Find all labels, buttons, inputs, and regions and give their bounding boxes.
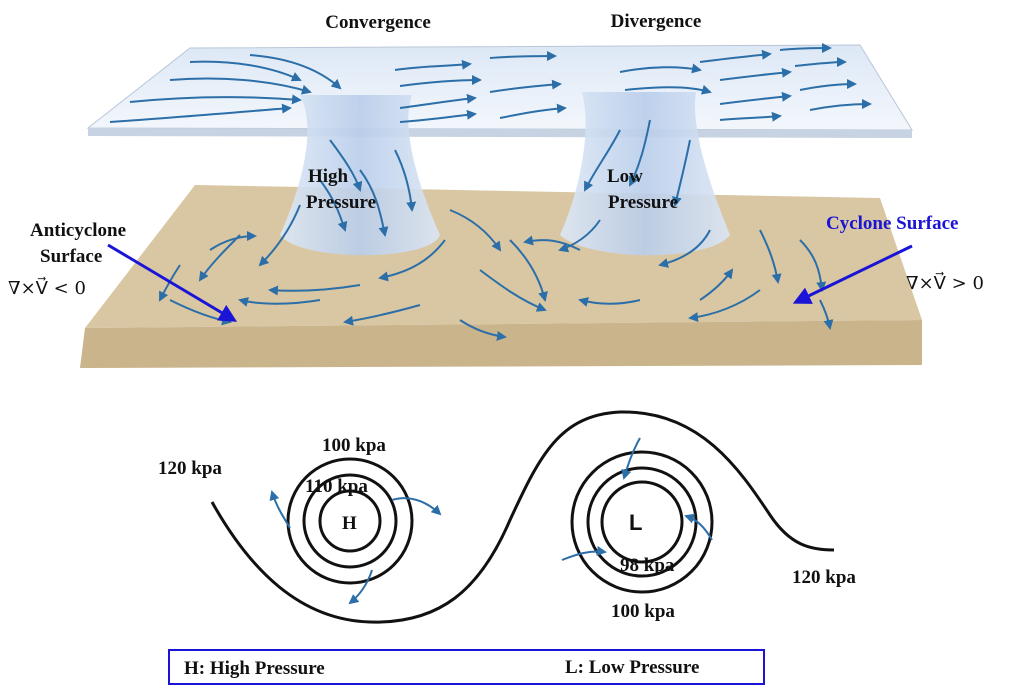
right-outer-pressure-label: 120 kpa — [792, 567, 856, 588]
high-column-label-line2: Pressure — [306, 192, 376, 213]
anticyclone-pointer-arrow — [107, 243, 238, 322]
ground-slab — [80, 185, 922, 368]
high-outer-isobar — [286, 457, 414, 585]
anticyclone-curl-label: ∇×V⃗ < 0 — [8, 277, 86, 299]
low-inner-isobar — [600, 480, 684, 564]
high-outer-pressure-label: 100 kpa — [322, 435, 386, 456]
isobar-map — [210, 410, 835, 624]
divergence-label: Divergence — [611, 11, 702, 32]
low-column-label-line1: Low — [607, 166, 643, 187]
low-inner-pressure-label: 98 kpa — [620, 555, 675, 576]
high-inner-isobar — [318, 489, 382, 553]
cyclone-curl-label: ∇×V⃗ > 0 — [906, 272, 984, 294]
low-outer-isobar — [570, 450, 714, 594]
cyclone-pointer-arrow — [792, 244, 913, 304]
isobar-wind-arrows — [269, 437, 713, 605]
legend-low-text: L: Low Pressure — [565, 657, 699, 678]
high-center-label: H — [342, 513, 357, 534]
low-center-label: L — [629, 510, 642, 535]
cyclone-surface-label: Cyclone Surface — [826, 213, 958, 234]
high-pressure-column — [280, 95, 440, 256]
legend-box — [168, 649, 765, 685]
legend-high-text: H: High Pressure — [184, 658, 325, 679]
anticyclone-label-line2: Surface — [40, 246, 102, 267]
upper-flow-arrows — [109, 43, 872, 123]
low-outer-pressure-label: 100 kpa — [611, 601, 675, 622]
low-pressure-column — [560, 92, 730, 256]
high-inner-pressure-label: 110 kpa — [305, 476, 368, 497]
convergence-label: Convergence — [325, 12, 431, 33]
left-outer-pressure-label: 120 kpa — [158, 458, 222, 479]
upper-plate — [86, 44, 913, 138]
high-column-label-line1: High — [308, 166, 349, 187]
anticyclone-label-line1: Anticyclone — [30, 220, 126, 241]
low-column-label-line2: Pressure — [608, 192, 678, 213]
outer-isobar-wave — [210, 410, 835, 624]
